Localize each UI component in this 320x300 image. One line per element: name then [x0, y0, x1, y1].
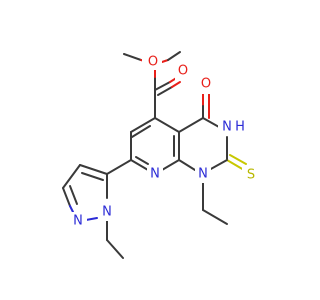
bond-n1p-ethyl-2 [106, 239, 124, 259]
bond-c2-s-double [229, 154, 247, 165]
n3-hydrogen: H [235, 120, 245, 135]
bond-c5p-c4p [79, 164, 108, 175]
bond-ester-c-2o [171, 81, 181, 88]
bond-o-carbonyl-b [167, 51, 181, 61]
bond-n1-c8a [178, 159, 196, 171]
bond-c2-n1 [208, 159, 228, 171]
bond-n2p-n1p [85, 217, 98, 221]
ketone-oxygen: O [201, 77, 211, 92]
bond-c4a-c5 [154, 117, 180, 133]
molecule-canvas: O O O N H S N N N N [62, 51, 260, 259]
bond-c4a-c4 [178, 117, 204, 133]
bonds [62, 51, 247, 259]
thione-sulfur: S [247, 168, 255, 183]
pyrazole-n1-atom: N [102, 205, 112, 220]
bond-c7-n8 [130, 159, 149, 171]
bond-n8-c8a [161, 159, 180, 171]
bond-c4p-c3p [62, 164, 81, 189]
bond-c3p-n2p [62, 187, 71, 207]
n3-atom: N [222, 120, 232, 135]
bond-c3p-n2p-double [69, 185, 78, 205]
ester-carbonyl-oxygen: O [178, 64, 188, 79]
bond-c5p-c4p-double [81, 172, 104, 181]
molecule-structure: O O O N H S N N N N [62, 51, 260, 259]
bond-ester-c-1 [154, 81, 171, 91]
pyrazole-n2-atom: N [73, 214, 83, 229]
atom-labels: O O O N H S N N N N [69, 52, 260, 230]
bond-methyl-o [123, 53, 142, 61]
bond-c2-s [226, 159, 245, 171]
bond-n1-ethyl-2 [202, 209, 228, 225]
n8-atom: N [150, 167, 160, 182]
bond-o-carbonyl-a [161, 59, 169, 63]
bond-c5-c6-double [131, 125, 151, 138]
ester-ether-oxygen: O [148, 55, 158, 70]
bond-c3p-n2p-n [69, 205, 74, 213]
bond-c7-n8-double [135, 156, 149, 165]
bond-ester-c-2 [157, 86, 173, 96]
bond-c5-c6 [130, 117, 156, 133]
bond-c4-n3 [202, 117, 220, 128]
n1-atom: N [198, 167, 208, 182]
bond-c7-pyrazole [106, 159, 132, 175]
